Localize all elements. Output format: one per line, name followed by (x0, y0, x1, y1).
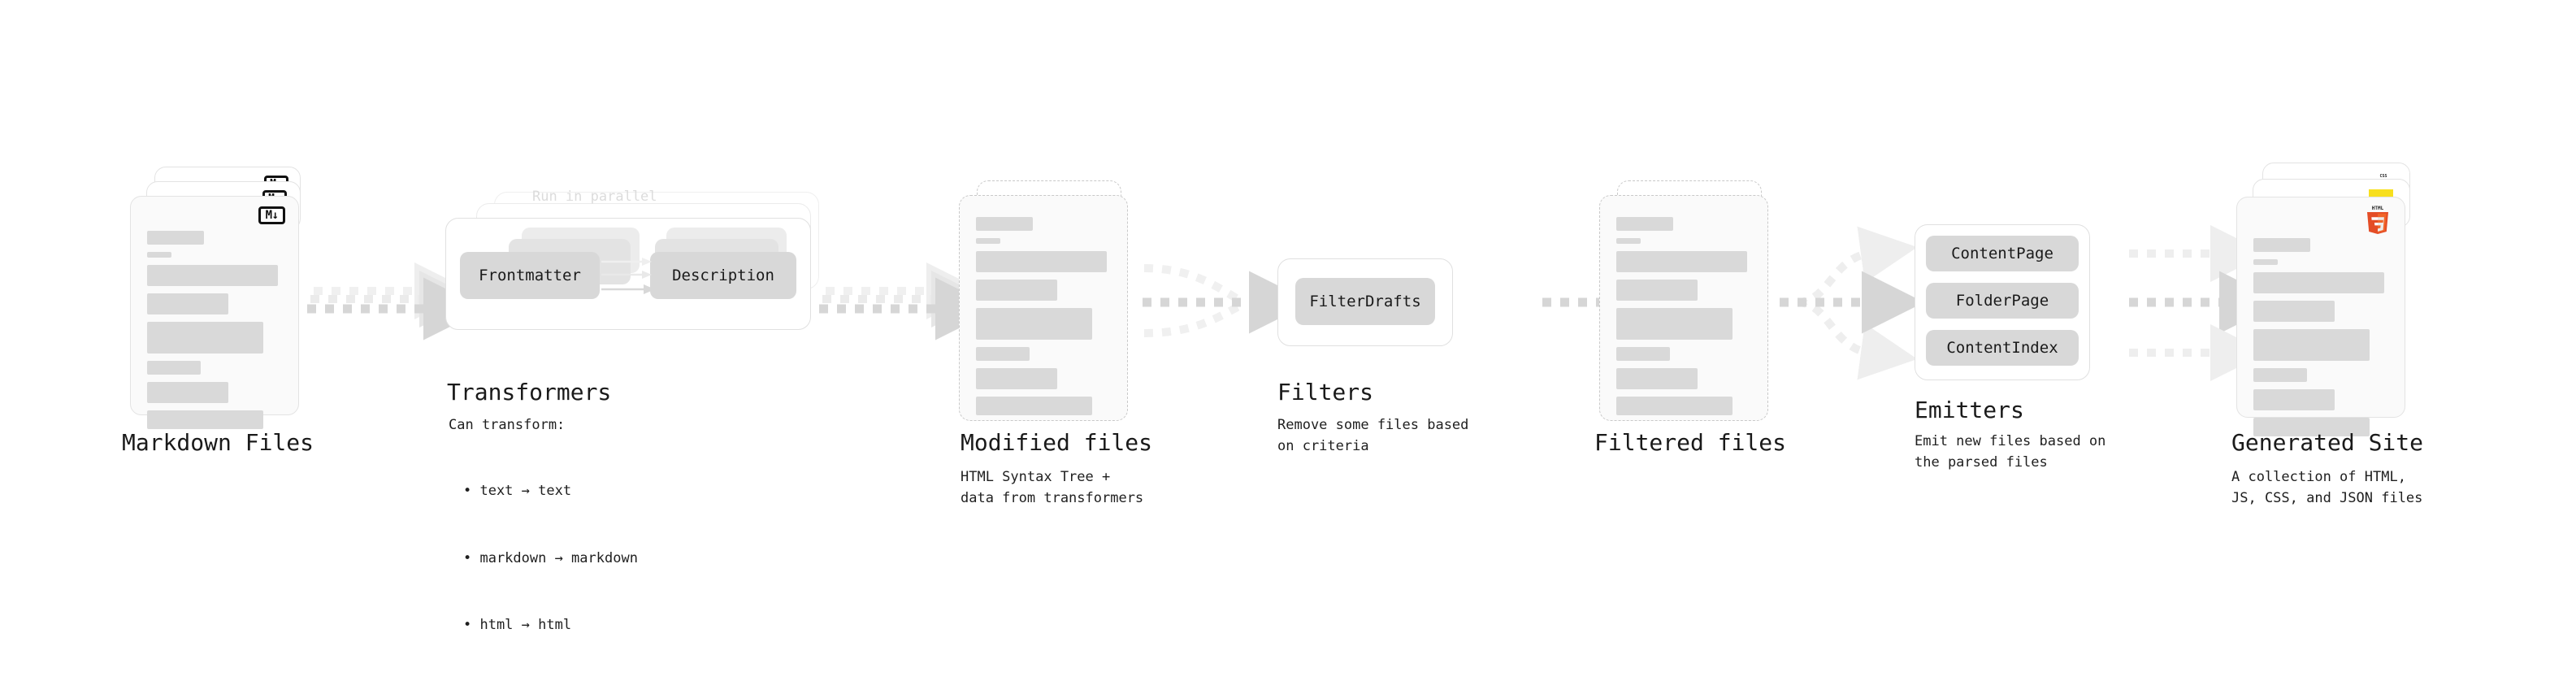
transformer-pill-frontmatter[interactable]: Frontmatter (460, 252, 600, 299)
content-line (2253, 368, 2308, 382)
markdown-icon: M↓ (258, 206, 285, 224)
content-line (1616, 397, 1733, 415)
html5-icon: HTML (2364, 204, 2392, 236)
emitters-subtitle: Emit new files based on the parsed files (1915, 433, 2106, 471)
transformers-subtitle: Can transform: (449, 417, 566, 433)
generated-site-subtitle: A collection of HTML, JS, CSS, and JSON … (2231, 469, 2423, 507)
stage-modified-files (959, 180, 1146, 440)
transformers-bullet: • text → text (463, 483, 572, 500)
content-line (147, 293, 228, 314)
markdown-file-card-front: M↓ (130, 196, 299, 429)
html5-icon-svg: HTML (2367, 206, 2388, 234)
content-line (147, 231, 204, 245)
transformers-bullet: • markdown → markdown (463, 549, 638, 566)
document-content-lines (1616, 217, 1751, 415)
document-content-lines (976, 217, 1111, 415)
content-line (147, 322, 263, 354)
transformer-inner-arrows (601, 258, 655, 294)
arrow-transformers-to-modified (819, 262, 998, 340)
content-line (1616, 238, 1641, 244)
run-in-parallel-label: Run in parallel (532, 189, 657, 205)
content-line (976, 308, 1092, 340)
site-file-card-html: HTML (2236, 197, 2405, 436)
content-line (976, 397, 1092, 415)
stage-emitters: ContentPage FolderPage ContentIndex (1915, 224, 2101, 387)
content-line (2253, 259, 2278, 265)
emitter-pill-folderpage[interactable]: FolderPage (1926, 283, 2079, 319)
content-line (147, 382, 228, 403)
content-line (1616, 251, 1748, 272)
stage-filtered-files (1599, 180, 1786, 440)
content-line (1616, 217, 1673, 231)
stage-title-modified-files: Modified files (961, 429, 1153, 456)
modified-file-card-front (959, 195, 1128, 421)
content-line (976, 347, 1030, 361)
stage-markdown-files: M↓ M↓ M↓ (130, 167, 317, 435)
content-line (2253, 389, 2335, 410)
content-line (1616, 280, 1698, 301)
content-line (2253, 272, 2385, 293)
transformers-bullet: • html → html (463, 617, 572, 634)
emitter-pill-contentindex[interactable]: ContentIndex (1926, 330, 2079, 366)
document-content-lines (2253, 238, 2388, 436)
arrow-markdown-to-transformers (307, 262, 486, 340)
content-line (2253, 329, 2370, 361)
generated-site-stack: CSS HTML (2236, 163, 2431, 439)
content-line (976, 217, 1033, 231)
css-icon-label: CSS (2379, 174, 2387, 179)
content-line (1616, 368, 1698, 389)
content-line (2253, 238, 2310, 252)
content-line (147, 361, 202, 375)
svg-text:HTML: HTML (2372, 206, 2384, 211)
document-content-lines (147, 231, 282, 429)
stage-title-emitters: Emitters (1915, 397, 2024, 423)
transformer-pill-description[interactable]: Description (650, 252, 796, 299)
content-line (976, 368, 1057, 389)
stage-filters: FilterDrafts (1277, 258, 1456, 348)
stage-title-filters: Filters (1277, 379, 1374, 406)
content-line (147, 410, 263, 429)
modified-files-subtitle: HTML Syntax Tree + data from transformer… (961, 469, 1144, 507)
filters-subtitle: Remove some files based on criteria (1277, 417, 1469, 455)
content-line (147, 252, 171, 258)
stage-title-filtered-files: Filtered files (1594, 429, 1787, 456)
content-line (1616, 308, 1733, 340)
stage-title-markdown-files: Markdown Files (122, 429, 314, 456)
arrow-emitters-to-site (2129, 225, 2282, 381)
stage-title-generated-site: Generated Site (2231, 429, 2424, 456)
content-line (976, 251, 1108, 272)
modified-file-stack (959, 180, 1146, 440)
arrow-filtered-to-emitters (1780, 226, 1924, 380)
transformers-bullet-list: • text → text • markdown → markdown • ht… (463, 436, 638, 681)
arrow-modified-to-filters (1143, 264, 1312, 337)
filtered-file-card-front (1599, 195, 1768, 421)
content-line (976, 238, 1000, 244)
content-line (976, 280, 1057, 301)
content-line (2253, 301, 2335, 322)
content-line (147, 265, 279, 286)
markdown-file-stack: M↓ M↓ M↓ (130, 167, 317, 435)
stage-generated-site: CSS HTML (2236, 163, 2431, 439)
stage-title-transformers: Transformers (447, 379, 612, 406)
filter-pill-filterdrafts[interactable]: FilterDrafts (1295, 278, 1435, 325)
filtered-file-stack (1599, 180, 1786, 440)
stage-transformers: Frontmatter Description (445, 192, 827, 346)
content-line (1616, 347, 1671, 361)
emitter-pill-contentpage[interactable]: ContentPage (1926, 236, 2079, 271)
content-line (2253, 418, 2370, 436)
